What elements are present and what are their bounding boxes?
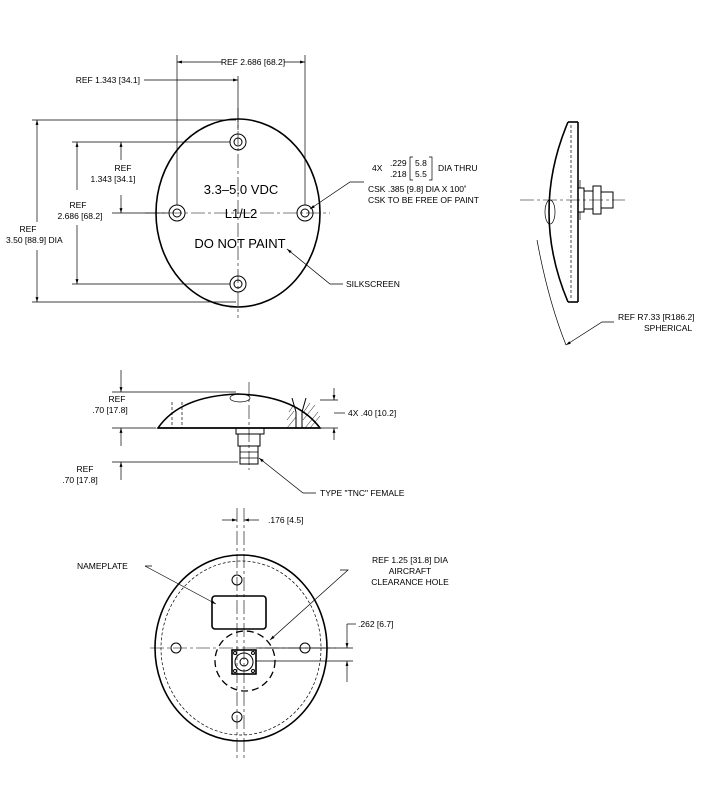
csk-note-1: CSK .385 [9.8] DIA X 100˚ [368, 184, 467, 194]
dim-ref-width-inner: REF 1.343 [34.1] [76, 75, 140, 85]
csk-note-2: CSK TO BE FREE OF PAINT [368, 195, 479, 205]
dim-vertical: .262 [6.7] [358, 619, 393, 629]
hole-note-qty: 4X [372, 163, 383, 173]
dim-ref-h-inner-2: 1.343 [34.1] [91, 174, 136, 184]
label-voltage: 3.3–5.0 VDC [204, 182, 278, 197]
connector-label: TYPE "TNC" FEMALE [320, 488, 405, 498]
dim-thickness: 4X .40 [10.2] [348, 408, 396, 418]
label-paint: DO NOT PAINT [194, 236, 285, 251]
clearance-label-3: CLEARANCE HOLE [371, 577, 449, 587]
dim-h1-1: REF [109, 394, 126, 404]
side-connector [577, 180, 614, 220]
silkscreen-label: SILKSCREEN [346, 279, 400, 289]
section-hatch [286, 402, 321, 429]
side-view-dome [548, 121, 569, 303]
dim-dia-1: REF [20, 224, 37, 234]
nameplate-label: NAMEPLATE [77, 561, 128, 571]
top-view: 3.3–5.0 VDC L1/L2 DO NOT PAINT REF 2.686… [6, 55, 479, 318]
dim-ref-h-outer-1: REF [70, 200, 87, 210]
dim-dia-2: 3.50 [88.9] DIA [6, 235, 63, 245]
dim-ref-h-outer-2: 2.686 [68.2] [58, 211, 103, 221]
bottom-connector [231, 649, 257, 675]
clearance-label-2: AIRCRAFT [389, 566, 432, 576]
side-view: REF R7.33 [R186.2] SPHERICAL [520, 121, 695, 346]
clearance-label-1: REF 1.25 [31.8] DIA [372, 555, 448, 565]
label-band: L1/L2 [225, 206, 258, 221]
hole-note-mm-upper: 5.8 [415, 158, 427, 168]
bottom-view: .176 [4.5] NAMEPLATE REF 1.25 [31.8] DIA… [77, 508, 449, 760]
nameplate-rect [211, 595, 267, 630]
bottom-hole-bottom [231, 711, 243, 723]
bottom-hole-top [231, 574, 243, 586]
dim-h2-1: REF [77, 464, 94, 474]
hole-note-dia: DIA THRU [438, 163, 478, 173]
hole-note-in-lower: .218 [390, 169, 407, 179]
front-view: REF .70 [17.8] REF .70 [17.8] 4X .40 [10… [62, 370, 405, 498]
dim-ref-h-inner-1: REF [115, 163, 132, 173]
dim-h1-2: .70 [17.8] [92, 405, 127, 415]
hole-note-in-upper: .229 [390, 158, 407, 168]
radius-label-2: SPHERICAL [644, 323, 692, 333]
dim-ref-width-outer: REF 2.686 [68.2] [221, 57, 285, 67]
hole-note-mm-lower: 5.5 [415, 169, 427, 179]
dim-h2-2: .70 [17.8] [62, 475, 97, 485]
dim-offset: .176 [4.5] [268, 515, 303, 525]
bottom-hole-left [170, 642, 182, 654]
radius-label-1: REF R7.33 [R186.2] [618, 312, 695, 322]
